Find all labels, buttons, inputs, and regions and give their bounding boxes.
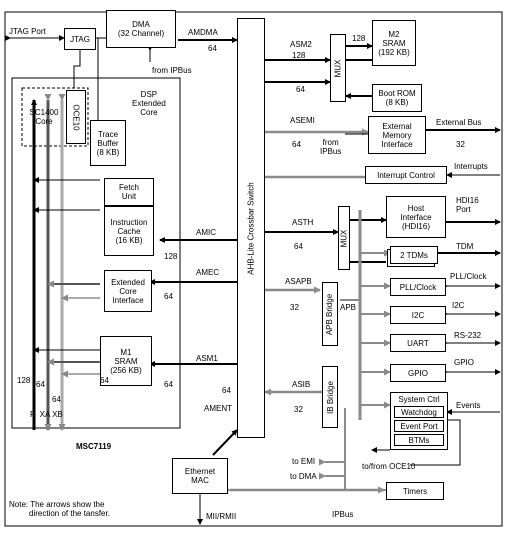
apb-bridge-block: APB Bridge [322, 282, 338, 346]
asm2-64: 64 [296, 85, 305, 94]
mux-mid: MUX [338, 206, 350, 270]
bus-128-label: 128 [17, 376, 31, 385]
crossbar-switch: AHB-Lite Crossbar Switch [237, 18, 265, 438]
sc1400-core-block: SC1400 Core [29, 108, 59, 126]
ament-arrow [212, 429, 238, 456]
to-from-oce10-label: to/from OCE10 [362, 462, 416, 471]
chip-name-label: MSC7119 [76, 442, 112, 451]
host-interface-block: Host Interface (HDI16) [386, 196, 446, 238]
interrupt-control-block: Interrupt Control [365, 166, 447, 184]
ext-mem-interface-block: External Memory Interface [368, 116, 426, 154]
amec-label: AMEC [196, 268, 220, 277]
asapb-label: ASAPB [285, 277, 312, 286]
fetch-unit-block: Fetch Unit [104, 178, 154, 206]
jtag-block: JTAG [64, 28, 96, 50]
system-ctrl-label: System Ctrl [398, 395, 440, 404]
asth-width: 64 [294, 242, 303, 251]
amdma-label: AMDMA [188, 28, 218, 37]
m2-sram-block: M2 SRAM (192 KB) [372, 20, 416, 66]
asm2-label: ASM2 [290, 40, 312, 49]
event-port-block: Event Port [394, 420, 444, 432]
jtag-port-label: JTAG Port [9, 27, 46, 36]
asib-label: ASIB [292, 380, 311, 389]
ament-label: AMENT [204, 404, 232, 413]
interrupts-label: Interrupts [454, 162, 488, 171]
amic-width: 128 [164, 252, 178, 261]
trace-buffer-block: Trace Buffer (8 KB) [90, 120, 126, 166]
chip-boundary [4, 11, 503, 527]
external-bus-width: 32 [456, 140, 465, 149]
btms-block: BTMs [394, 434, 444, 446]
ext-core-interface-block: Extended Core Interface [104, 270, 152, 312]
timers-block: Timers [386, 482, 444, 500]
external-bus-label: External Bus [436, 118, 482, 127]
i2c-block: I2C [390, 306, 446, 324]
mux-mid-label: MUX [339, 229, 349, 247]
ament-width: 64 [222, 386, 231, 395]
two-tdms-block: 2 TDMs [390, 246, 438, 264]
i2c-ext-label: I2C [452, 301, 465, 310]
mux-top-label: MUX [333, 59, 343, 77]
m2-width: 128 [352, 34, 366, 43]
asm1-label: ASM1 [196, 354, 218, 363]
pll-clock-block: PLL/Clock [390, 278, 446, 296]
asapb-width: 32 [290, 303, 299, 312]
ib-bridge-label: IB Bridge [325, 380, 335, 414]
oce10-label: OCE10 [71, 103, 81, 131]
bus-64a-label: 64 [36, 380, 45, 389]
from-ipbus-top-label: from IPBus [152, 66, 192, 75]
ipbus-label: IPBus [332, 510, 354, 519]
gpio-block: GPIO [390, 364, 446, 382]
events-label: Events [456, 401, 481, 410]
note-label: Note: The arrows show the direction of t… [9, 500, 110, 518]
m1-width: 64 [100, 376, 109, 385]
crossbar-label: AHB-Lite Crossbar Switch [246, 181, 256, 275]
to-emi-label: to EMI [292, 457, 316, 466]
amic-label: AMIC [196, 228, 216, 237]
dma-block: DMA (32 Channel) [106, 10, 176, 48]
bus-names-label: P XA XB [30, 410, 63, 419]
uart-block: UART [390, 334, 446, 352]
instruction-cache-block: Instruction Cache (16 KB) [104, 206, 154, 256]
apb-bridge-label: APB Bridge [325, 293, 335, 335]
tdm-label: TDM [456, 242, 474, 251]
sc1400-dashed-box [21, 87, 89, 147]
asm1-width: 64 [164, 380, 173, 389]
to-dma-label: to DMA [290, 472, 317, 481]
bus-64b-label: 64 [52, 395, 61, 404]
mii-rmii-label: MII/RMII [206, 512, 237, 521]
asemi-width: 64 [292, 140, 301, 149]
pll-clock-ext-label: PLL/Clock [450, 272, 487, 281]
ib-bridge-block: IB Bridge [322, 366, 338, 428]
asib-width: 32 [294, 405, 303, 414]
asemi-label: ASEMI [290, 116, 315, 125]
event-loop [410, 419, 461, 466]
apb-label: APB [340, 303, 357, 312]
asth-label: ASTH [292, 218, 314, 227]
watchdog-block: Watchdog [394, 406, 444, 418]
rs232-label: RS-232 [454, 331, 482, 340]
amdma-width: 64 [208, 44, 217, 53]
from-ipbus-mid-label: from IPBus [320, 138, 342, 156]
mux-top: MUX [330, 34, 346, 102]
m1-sram-block: M1 SRAM (256 KB) [100, 336, 152, 386]
boot-rom-block: Boot ROM (8 KB) [372, 84, 422, 112]
hdi16-port-label: HDI16 Port [456, 196, 479, 214]
asm2-width: 128 [292, 51, 306, 60]
ethernet-mac-block: Ethernet MAC [172, 458, 228, 494]
gpio-ext-label: GPIO [454, 358, 475, 367]
amec-width: 64 [164, 292, 173, 301]
oce10-block: OCE10 [66, 90, 86, 144]
jtag-core-link [73, 50, 81, 88]
dsp-core-label: DSP Extended Core [132, 90, 166, 117]
dsp-core-boundary [11, 77, 181, 429]
